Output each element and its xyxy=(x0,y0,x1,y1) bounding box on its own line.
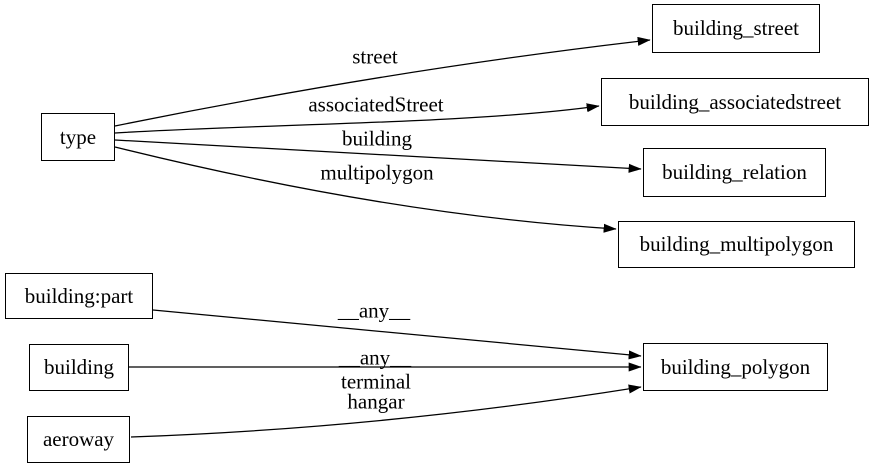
node-building-street: building_street xyxy=(652,4,820,53)
node-label: building_polygon xyxy=(660,354,811,379)
node-building: building xyxy=(29,344,129,391)
edge-label-associatedstreet: associatedStreet xyxy=(308,92,444,117)
edge-type-to-building-street xyxy=(114,36,651,127)
edge-type-to-building-associatedstreet xyxy=(114,103,600,134)
node-label: building:part xyxy=(24,283,134,308)
edge-building-part-to-building-polygon xyxy=(152,309,642,360)
edge-type-to-building-multipolygon xyxy=(114,146,617,233)
node-label: building_associatedstreet xyxy=(628,89,842,114)
edge-label-street: street xyxy=(352,44,398,69)
node-aeroway: aeroway xyxy=(27,416,130,463)
node-label: aeroway xyxy=(42,427,115,451)
edge-label-any: __any__ xyxy=(337,298,411,323)
node-building-multipolygon: building_multipolygon xyxy=(618,221,855,268)
node-building-relation: building_relation xyxy=(643,148,826,197)
edge-label-multipolygon: multipolygon xyxy=(320,160,434,185)
edge-label-any: __any__ xyxy=(338,345,412,370)
node-label: type xyxy=(59,124,97,149)
node-building-part: building:part xyxy=(5,273,153,319)
edge-label-terminal: terminal xyxy=(341,369,411,394)
edge-aeroway-to-building-polygon xyxy=(130,384,642,438)
node-type: type xyxy=(41,113,115,161)
edge-type-to-building-relation xyxy=(114,139,642,173)
node-label: building_multipolygon xyxy=(639,232,834,256)
node-building-polygon: building_polygon xyxy=(643,343,828,391)
node-building-associatedstreet: building_associatedstreet xyxy=(601,78,869,126)
node-label: building_street xyxy=(673,16,799,40)
edge-label-hangar: hangar xyxy=(347,389,405,414)
edge-label-building: building xyxy=(341,126,413,151)
node-label: building_relation xyxy=(662,160,807,184)
node-label: building xyxy=(43,355,114,379)
